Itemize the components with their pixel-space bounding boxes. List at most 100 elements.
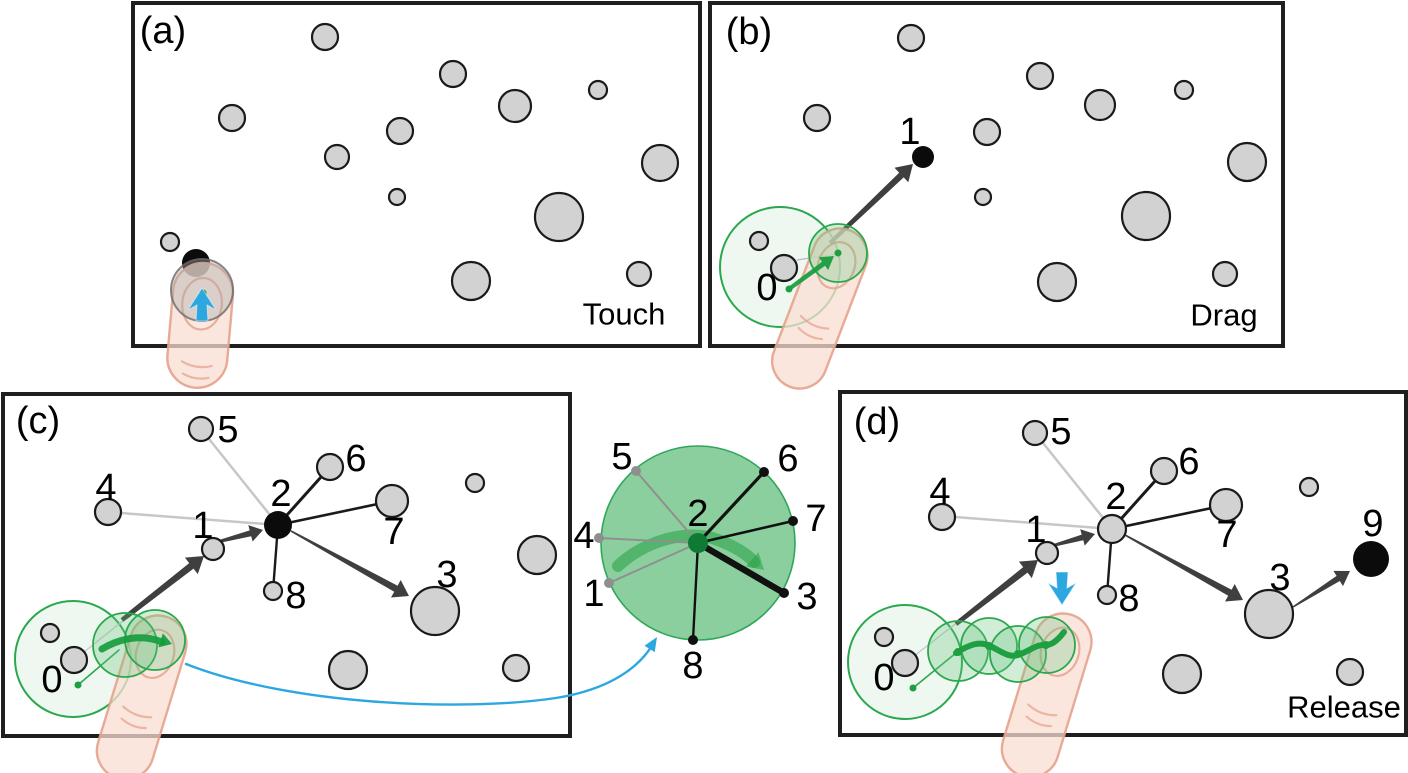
node-label-8: 8: [1118, 578, 1139, 620]
panel-a-letter: (a): [140, 10, 186, 52]
lens-node-1: [604, 578, 614, 588]
gesture-dot: [834, 249, 842, 257]
panel-a-caption: Touch: [583, 297, 666, 332]
panel-b-caption: Drag: [1190, 298, 1257, 333]
node-label-7: 7: [1216, 514, 1237, 556]
finger-crease: [181, 372, 210, 380]
graph-node: [385, 116, 415, 146]
panel-d-caption: Release: [1287, 690, 1401, 725]
graph-node: [450, 260, 492, 302]
node-label-0: 0: [41, 659, 62, 701]
node-0: [59, 645, 89, 675]
node-3: [409, 585, 461, 637]
graph-node: [327, 649, 369, 691]
node-label-4: 4: [929, 471, 950, 513]
node-label-2: 2: [1105, 476, 1126, 518]
node-8: [1096, 584, 1118, 606]
graph-node: [323, 143, 351, 171]
lens-spoke-1: [608, 542, 699, 584]
node-8: [262, 580, 284, 602]
graph-node: [217, 103, 247, 133]
graph-node: [1036, 261, 1078, 303]
lens-node-6: [759, 467, 769, 477]
graph-node: [1211, 260, 1239, 288]
finger-body: [95, 614, 188, 773]
graph-edge: [276, 499, 394, 527]
graph-node: [640, 143, 680, 183]
finger-crease: [797, 326, 824, 341]
release-cursor-icon: [1047, 571, 1077, 606]
node-label-1: 1: [1025, 509, 1046, 551]
lens-node-5: [631, 466, 641, 476]
graph-node: [873, 626, 895, 648]
finger-icon: [770, 227, 869, 390]
lens-label-3: 3: [796, 576, 817, 618]
graph-node: [1226, 141, 1268, 183]
lens-label-5: 5: [611, 436, 632, 478]
graph-node: [310, 22, 340, 52]
zoom-callout-curve: [184, 642, 655, 706]
graph-node: [1161, 653, 1203, 695]
node-label-0: 0: [756, 267, 777, 309]
lens-spoke-5: [635, 470, 699, 544]
panel-b-letter: (b): [726, 11, 772, 53]
drag-arrow: [828, 164, 913, 245]
gesture-dot: [74, 681, 82, 689]
graph-node: [973, 187, 993, 207]
graph-node: [438, 59, 468, 89]
lens-spoke-7: [696, 519, 795, 545]
graph-node: [533, 191, 585, 243]
graph-edge-light: [1033, 431, 1114, 531]
graph-edge: [1110, 503, 1228, 531]
lens-label-2: 2: [687, 493, 708, 535]
gesture-trail-dot: [954, 648, 962, 656]
node-label-5: 5: [217, 409, 238, 451]
node-label-4: 4: [95, 467, 116, 509]
drag-arrow: [1054, 529, 1095, 547]
finger-crease: [120, 717, 147, 730]
gesture-trail-dot: [985, 642, 993, 650]
lens-spoke-4: [598, 537, 699, 544]
finger-crease: [1025, 715, 1052, 728]
lens-label-7: 7: [805, 498, 826, 540]
zoom-callout-arrow: [184, 637, 657, 706]
drag-arrow: [1124, 534, 1243, 602]
graph-node: [896, 23, 926, 53]
finger-icon: [166, 261, 235, 389]
graph-node: [516, 534, 558, 576]
panel-a: (a) Touch: [131, 1, 702, 389]
drag-arrow: [1292, 570, 1350, 608]
drag-arrow: [290, 530, 409, 598]
lens-label-4: 4: [573, 515, 594, 557]
graph-node: [39, 622, 61, 644]
graph-node: [159, 231, 181, 253]
node-1: [200, 536, 226, 562]
node-label-5: 5: [1050, 411, 1071, 453]
lens-swoosh-head: [745, 552, 764, 570]
lens-center-node: [688, 533, 708, 553]
graph-node: [1120, 190, 1172, 242]
touch-cursor-icon: [187, 287, 217, 322]
node-label-1: 1: [192, 505, 213, 547]
finger-nail: [816, 241, 857, 290]
lens-label-1: 1: [583, 573, 604, 615]
lens-node-3: [779, 588, 789, 598]
lens-spoke-3: [694, 539, 788, 597]
lens-spoke-8: [691, 541, 700, 642]
gesture-arrow: [787, 256, 834, 291]
lens-node-7: [788, 516, 798, 526]
node-6: [315, 452, 345, 482]
finger-body: [1000, 612, 1093, 773]
lens-label-6: 6: [777, 438, 798, 480]
node-4: [93, 497, 123, 527]
node-label-2: 2: [270, 473, 291, 515]
drag-arrow: [954, 560, 1038, 626]
gesture-origin-line: [77, 649, 120, 686]
graph-node: [1298, 476, 1320, 498]
node-label-6: 6: [345, 438, 366, 480]
graph-edge-light: [106, 510, 280, 527]
